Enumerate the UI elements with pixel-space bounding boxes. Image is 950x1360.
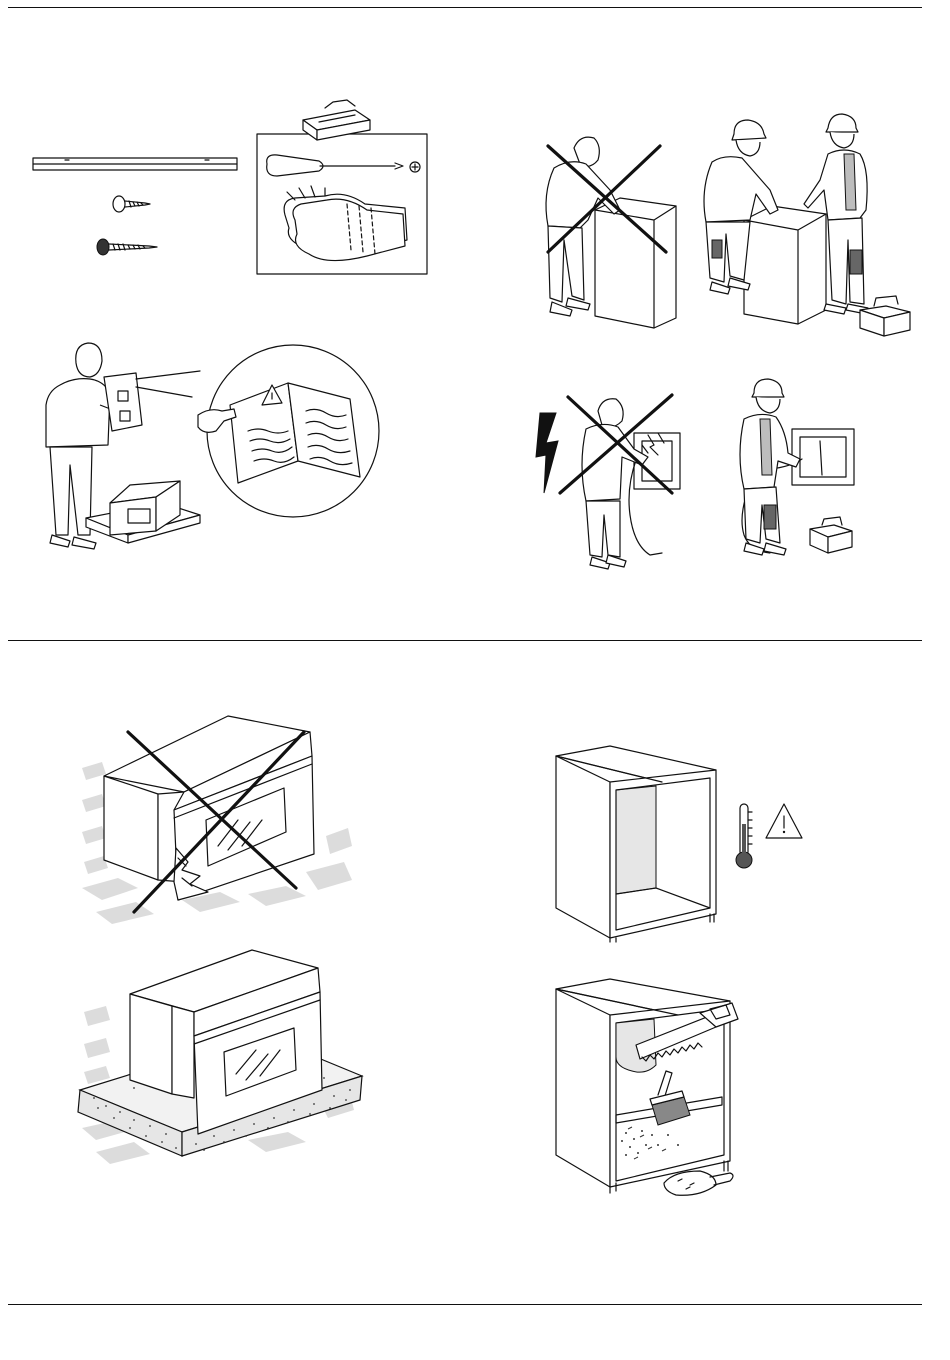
appliance-box: [744, 206, 826, 324]
toolbox-small: [860, 296, 910, 336]
oven-on-pallet-small: [86, 481, 200, 543]
cabinet-frame: [556, 746, 716, 942]
toolbox-small: [810, 517, 852, 553]
electrical-work-prohibited: [530, 385, 705, 573]
bottom-rule: [8, 1304, 922, 1305]
oven-on-pallet: [74, 948, 364, 1173]
screwdriver-icon: [267, 155, 420, 176]
lift-alone-prohibited: [540, 128, 685, 333]
gloves-icon: [284, 186, 407, 261]
screw-long: [97, 239, 157, 255]
wall-cabinet: [792, 429, 854, 485]
mounting-rail: [33, 158, 237, 170]
warning-triangle-icon: [766, 804, 802, 838]
thermometer-icon: [736, 804, 752, 868]
mounting-kit: [25, 150, 245, 260]
oven-on-floor-prohibited: [78, 710, 358, 930]
middle-rule: [8, 640, 922, 641]
electrician-connection: [730, 375, 860, 560]
lightning-icon: [536, 413, 558, 493]
dustpan-icon: [664, 1171, 733, 1195]
cabinet-frame: [556, 979, 730, 1193]
cabinet-cutting-cleaning: [550, 975, 750, 1200]
tool-box-panel: [255, 100, 430, 276]
cabinet-heat-resistance: [550, 742, 810, 942]
top-rule: [8, 7, 922, 8]
screw-short: [113, 196, 150, 212]
lift-two-people: [700, 110, 915, 342]
read-manual: [38, 335, 378, 560]
